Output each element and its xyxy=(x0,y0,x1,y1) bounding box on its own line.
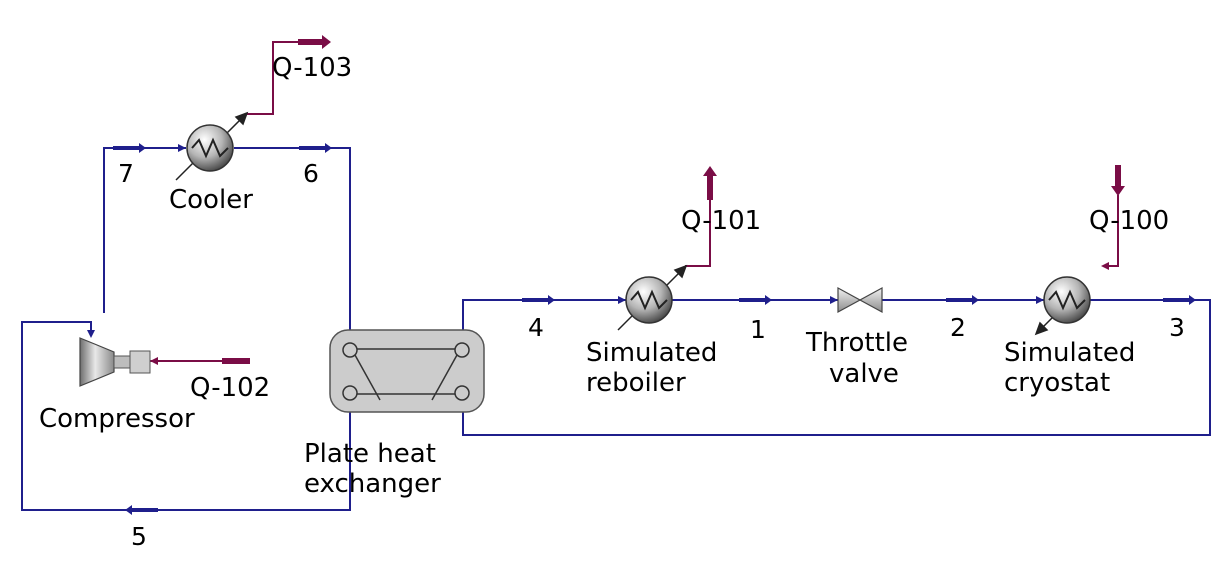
stream-7-line[interactable] xyxy=(103,147,186,313)
cryostat-label-line1: Simulated xyxy=(1004,338,1135,368)
arrow-stream-4 xyxy=(522,295,555,305)
arrow-stream-7 xyxy=(113,143,146,153)
energy-stream-labels: Q-103 Q-101 Q-100 Q-102 xyxy=(190,53,1169,403)
reboiler-label-line2: reboiler xyxy=(586,368,686,398)
valve-icon-right xyxy=(858,286,883,314)
energy-stream-arrows xyxy=(150,35,1125,365)
cooler-coil xyxy=(191,137,229,159)
stream-1-label: 1 xyxy=(750,315,766,344)
q100-label: Q-100 xyxy=(1089,206,1169,236)
arrow-stream-1 xyxy=(739,295,772,305)
arrowhead-reboiler-in xyxy=(618,296,626,304)
throttle-valve-unit[interactable] xyxy=(837,286,883,314)
stream-labels: 7 6 5 4 1 2 3 xyxy=(118,159,1185,551)
q101-arrow xyxy=(703,166,717,200)
stream-6-line[interactable] xyxy=(234,147,351,337)
plate-hx-internals xyxy=(342,342,470,401)
q100-arrowhead xyxy=(1101,262,1109,270)
stream-2-label: 2 xyxy=(950,313,966,342)
arrow-stream-3 xyxy=(1163,295,1196,305)
q103-line[interactable] xyxy=(246,41,300,115)
stream-7-label: 7 xyxy=(118,159,134,188)
arrow-stream-5 xyxy=(125,505,158,515)
compressor-unit[interactable] xyxy=(79,337,151,387)
q101-label: Q-101 xyxy=(681,206,761,236)
plate-hx-body xyxy=(329,329,485,413)
reboiler-label-line1: Simulated xyxy=(586,338,717,368)
plate-heat-exchanger-unit[interactable] xyxy=(329,329,485,413)
reboiler-duty-arrowhead xyxy=(673,264,688,279)
q103-label: Q-103 xyxy=(272,53,352,83)
stream-4-label: 4 xyxy=(528,313,544,342)
plate-hx-label-line1: Plate heat xyxy=(304,439,436,469)
q102-bar xyxy=(222,358,250,364)
arrow-stream-6 xyxy=(299,143,332,153)
arrowhead-cooler-in xyxy=(178,144,186,152)
compressor-label: Compressor xyxy=(39,404,195,434)
q102-arrowhead xyxy=(150,357,158,365)
plate-hx-label-line2: exchanger xyxy=(304,469,441,499)
stream-4-line[interactable] xyxy=(462,299,626,337)
compressor-shaft xyxy=(113,355,131,369)
stream-3-label: 3 xyxy=(1169,313,1185,342)
arrowhead-cryostat-in xyxy=(1036,296,1044,304)
cryostat-coil xyxy=(1048,289,1086,311)
arrowhead-compressor-in xyxy=(87,330,95,338)
cooler-duty-arrowhead xyxy=(234,111,249,126)
stream-6-label: 6 xyxy=(303,159,319,188)
stream-5-line[interactable] xyxy=(21,321,351,511)
arrowhead-valve-in xyxy=(830,296,838,304)
cooler-label: Cooler xyxy=(169,185,253,215)
cryostat-unit[interactable] xyxy=(1043,276,1091,324)
cooler-unit[interactable] xyxy=(186,124,234,172)
arrow-stream-2 xyxy=(946,295,979,305)
unit-labels: Cooler Compressor Plate heat exchanger S… xyxy=(39,185,1135,499)
compressor-motor xyxy=(129,350,151,374)
q103-arrow xyxy=(298,35,331,49)
q101-line[interactable] xyxy=(685,188,711,267)
valve-icon xyxy=(837,286,862,314)
throttle-label-line2: valve xyxy=(829,359,899,389)
throttle-label-line1: Throttle xyxy=(805,328,908,358)
q102-label: Q-102 xyxy=(190,373,270,403)
q100-arrow xyxy=(1111,165,1125,196)
cryostat-duty-arrowhead xyxy=(1034,321,1049,336)
reboiler-unit[interactable] xyxy=(625,276,673,324)
stream-arrows xyxy=(87,143,1196,515)
cryostat-label-line2: cryostat xyxy=(1004,368,1110,398)
stream-5-label: 5 xyxy=(131,522,147,551)
compressor-icon xyxy=(79,337,115,387)
reboiler-coil xyxy=(630,289,668,311)
